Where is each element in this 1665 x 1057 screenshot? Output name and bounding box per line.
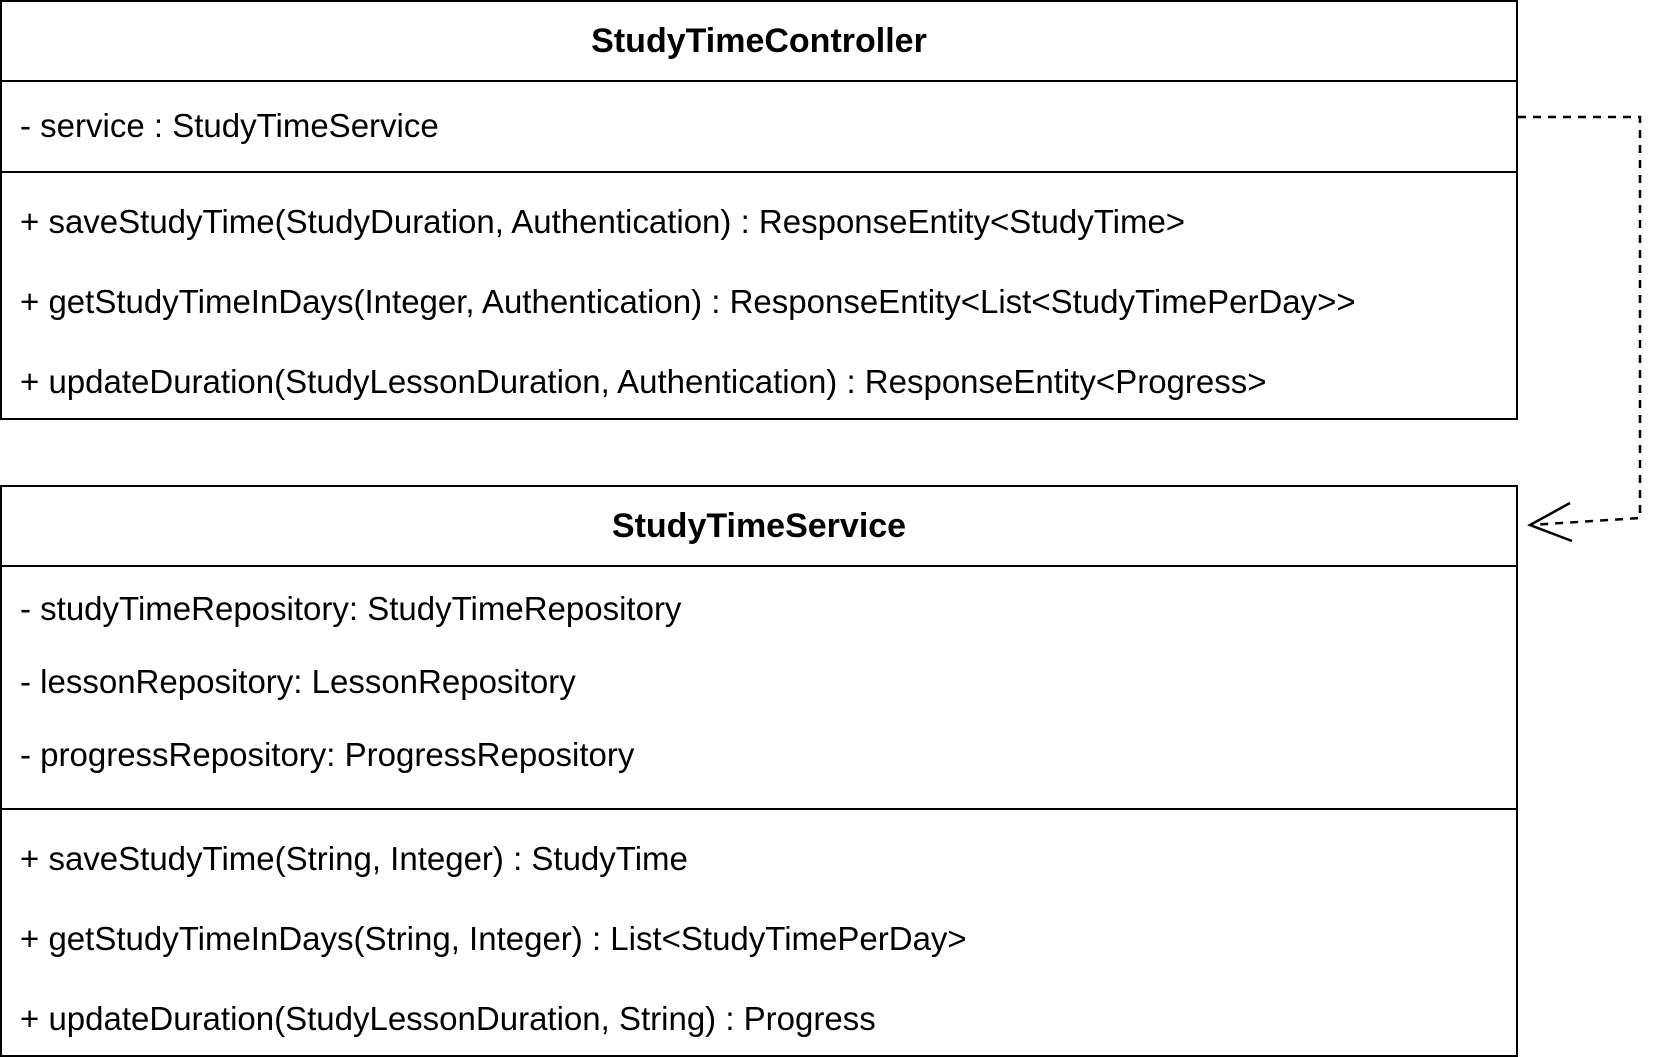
attribute-progress-repository: - progressRepository: ProgressRepository bbox=[20, 736, 635, 773]
dependency-arrowhead-icon bbox=[1527, 501, 1573, 543]
attributes-section: - studyTimeRepository: StudyTimeReposito… bbox=[2, 567, 1516, 810]
attribute-service: - service : StudyTimeService bbox=[20, 107, 439, 144]
operation-save-study-time: + saveStudyTime(StudyDuration, Authentic… bbox=[20, 203, 1186, 240]
operation-get-study-time-in-days: + getStudyTimeInDays(String, Integer) : … bbox=[20, 920, 967, 957]
operation-save-study-time: + saveStudyTime(String, Integer) : Study… bbox=[20, 840, 688, 877]
operation-update-duration: + updateDuration(StudyLessonDuration, St… bbox=[20, 1000, 876, 1037]
operations-section: + saveStudyTime(String, Integer) : Study… bbox=[2, 810, 1516, 1055]
class-name-study-time-service: StudyTimeService bbox=[2, 487, 1516, 567]
operation-update-duration: + updateDuration(StudyLessonDuration, Au… bbox=[20, 363, 1267, 400]
attribute-study-time-repository: - studyTimeRepository: StudyTimeReposito… bbox=[20, 590, 682, 627]
class-name-study-time-controller: StudyTimeController bbox=[2, 2, 1516, 82]
dependency-line bbox=[1518, 115, 1642, 527]
operations-section: + saveStudyTime(StudyDuration, Authentic… bbox=[2, 173, 1516, 418]
attribute-lesson-repository: - lessonRepository: LessonRepository bbox=[20, 663, 576, 700]
operation-get-study-time-in-days: + getStudyTimeInDays(Integer, Authentica… bbox=[20, 283, 1356, 320]
class-box-study-time-service: StudyTimeService - studyTimeRepository: … bbox=[0, 485, 1518, 1057]
class-box-study-time-controller: StudyTimeController - service : StudyTim… bbox=[0, 0, 1518, 420]
attributes-section: - service : StudyTimeService bbox=[2, 82, 1516, 173]
